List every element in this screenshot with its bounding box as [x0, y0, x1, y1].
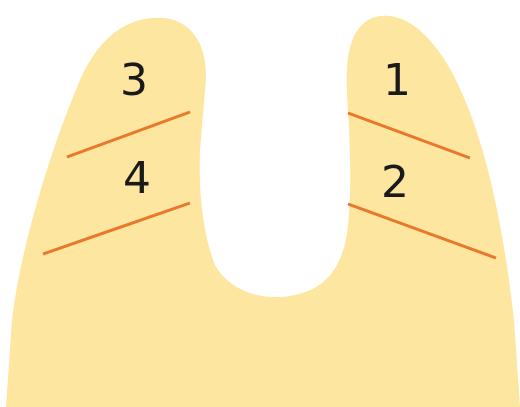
- region-label-3: 3: [120, 55, 148, 106]
- u-shape-body: [6, 16, 520, 407]
- region-label-4: 4: [123, 153, 151, 204]
- region-label-2: 2: [381, 157, 409, 208]
- region-label-1: 1: [383, 55, 411, 106]
